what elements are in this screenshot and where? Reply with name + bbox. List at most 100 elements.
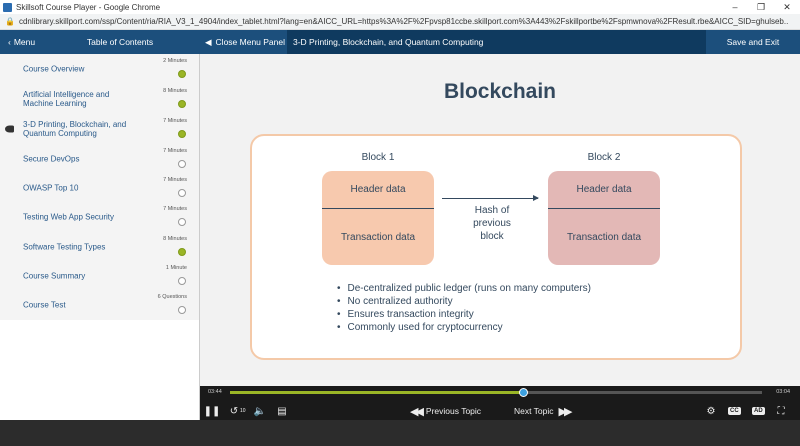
toc-item-label: Secure DevOps [23,154,80,164]
volume-button[interactable]: 🔈 [254,404,266,418]
taskbar-area [0,420,800,446]
toc-item-duration: 6 Questions [157,294,187,300]
bullet-item: Ensures transaction integrity [337,308,591,321]
rewind-icon: ↺ [229,405,239,417]
toc-item-duration: 8 Minutes [163,236,187,242]
time-current: 03:44 [208,389,222,395]
window-title: Skillsoft Course Player - Google Chrome [16,2,161,12]
hash-label-line-2: previous [473,218,511,229]
close-menu-panel-button[interactable]: ◀ Close Menu Panel [195,37,287,48]
previous-topic-button[interactable]: ◀◀ Previous Topic [410,404,481,418]
toc-item-label: Course Overview [23,64,85,74]
fullscreen-button[interactable]: ⛶ [775,404,787,418]
block-1: Header data Transaction data [322,171,434,265]
toc-item[interactable]: Course Test 6 Questions [0,290,199,320]
blockchain-bullets: De-centralized public ledger (runs on ma… [337,282,591,334]
hash-label-line-1: Hash of [474,205,510,216]
toc-item-duration: 1 Minute [165,265,187,271]
bullet-item: No centralized authority [337,295,591,308]
transcript-button[interactable]: ▤ [276,404,288,418]
toc-item-label: Testing Web App Security [23,212,115,222]
blockchain-diagram-card: Block 1 Block 2 Header data Transaction … [250,134,742,360]
toc-item-label: Software Testing Types [23,242,106,252]
audio-description-button[interactable]: AD [752,404,765,418]
toc-heading: Table of Contents [86,37,154,47]
toc-item-label: Course Test [23,300,66,310]
toc-item-label: Artificial Intelligence and Machine Lear… [23,90,110,108]
bullet-item: Commonly used for cryptocurrency [337,321,591,334]
incomplete-status-icon [178,277,186,285]
menu-label: Menu [13,37,36,47]
toc-item-duration: 7 Minutes [163,148,187,154]
cc-icon: CC [728,407,741,415]
url-text[interactable]: cdnlibrary.skillport.com/ssp/Content/ria… [18,17,789,26]
toc-item[interactable]: Artificial Intelligence and Machine Lear… [0,84,199,114]
gear-icon: ⚙ [706,405,716,417]
toc-item[interactable]: Course Summary 1 Minute [0,261,199,291]
block-2-header-data: Header data [548,171,660,209]
settings-button[interactable]: ⚙ [705,404,717,418]
incomplete-status-icon [178,218,186,226]
hash-label-line-3: block [480,231,504,242]
next-topic-label: Next Topic [514,406,554,416]
toc-item[interactable]: Testing Web App Security 7 Minutes [0,202,199,232]
toc-item-duration: 8 Minutes [163,88,187,94]
previous-topic-label: Previous Topic [425,406,482,416]
document-icon: ▤ [277,405,287,417]
double-chevron-right-icon: ▶▶ [558,405,573,418]
bullet-item: De-centralized public ledger (runs on ma… [337,282,591,295]
completed-status-icon [178,248,186,256]
hash-label: Hash of previous block [448,204,536,243]
speaker-icon: 🔈 [253,405,267,417]
block-1-label: Block 1 [361,152,395,163]
window-titlebar: Skillsoft Course Player - Google Chrome … [0,0,800,14]
chevron-left-icon: ‹ [8,37,11,47]
progress-row: 03:44 03:04 [200,386,800,400]
ad-icon: AD [752,407,765,415]
slide-title: Blockchain [443,80,557,103]
triangle-left-icon: ◀ [205,36,212,47]
save-and-exit-button[interactable]: Save and Exit [706,30,800,54]
current-topic-marker-icon [5,125,14,133]
progress-track[interactable] [230,388,762,397]
incomplete-status-icon [178,160,186,168]
completed-status-icon [178,70,186,78]
toc-item[interactable]: OWASP Top 10 7 Minutes [0,173,199,203]
close-window-icon[interactable]: ✕ [783,2,791,12]
fullscreen-icon: ⛶ [777,405,785,417]
close-menu-panel-label: Close Menu Panel [215,37,286,47]
chrome-app-icon [3,2,12,12]
progress-fill [230,391,523,394]
pause-button[interactable]: ❚❚ [204,404,221,418]
closed-captions-button[interactable]: CC [728,404,741,418]
block-2-label: Block 2 [587,152,621,163]
lock-icon: 🔒 [5,17,15,26]
scrub-thumb[interactable] [519,388,528,397]
completed-status-icon [178,100,186,108]
rewind-10-button[interactable]: ↺ 10 [228,404,246,418]
toc-item-label: OWASP Top 10 [23,183,79,193]
toc-item[interactable]: Software Testing Types 8 Minutes [0,232,199,262]
toc-item-duration: 2 Minutes [163,58,187,64]
toc-item[interactable]: Course Overview 2 Minutes [0,54,199,84]
toc-item-duration: 7 Minutes [163,206,187,212]
minimize-icon[interactable]: – [732,2,738,12]
hash-arrow [442,195,539,201]
address-bar[interactable]: 🔒 cdnlibrary.skillport.com/ssp/Content/r… [0,14,800,30]
block-1-header-data: Header data [322,171,434,209]
toc-item[interactable]: 3-D Printing, Blockchain, and Quantum Co… [0,114,199,144]
block-2: Header data Transaction data [548,171,660,265]
toc-item-duration: 7 Minutes [163,177,187,183]
incomplete-status-icon [178,306,186,314]
toc-item-duration: 7 Minutes [163,118,187,124]
completed-status-icon [178,130,186,138]
next-topic-button[interactable]: Next Topic ▶▶ [514,404,573,418]
maximize-icon[interactable]: ❐ [756,2,766,12]
toc-item[interactable]: Secure DevOps 7 Minutes [0,144,199,174]
menu-button[interactable]: ‹ Menu [0,37,45,47]
toc-item-label: Course Summary [23,271,86,281]
sidebar-empty-area [0,320,199,420]
block-1-transaction-data: Transaction data [340,231,416,243]
window-controls: – ❐ ✕ [722,0,800,14]
incomplete-status-icon [178,189,186,197]
